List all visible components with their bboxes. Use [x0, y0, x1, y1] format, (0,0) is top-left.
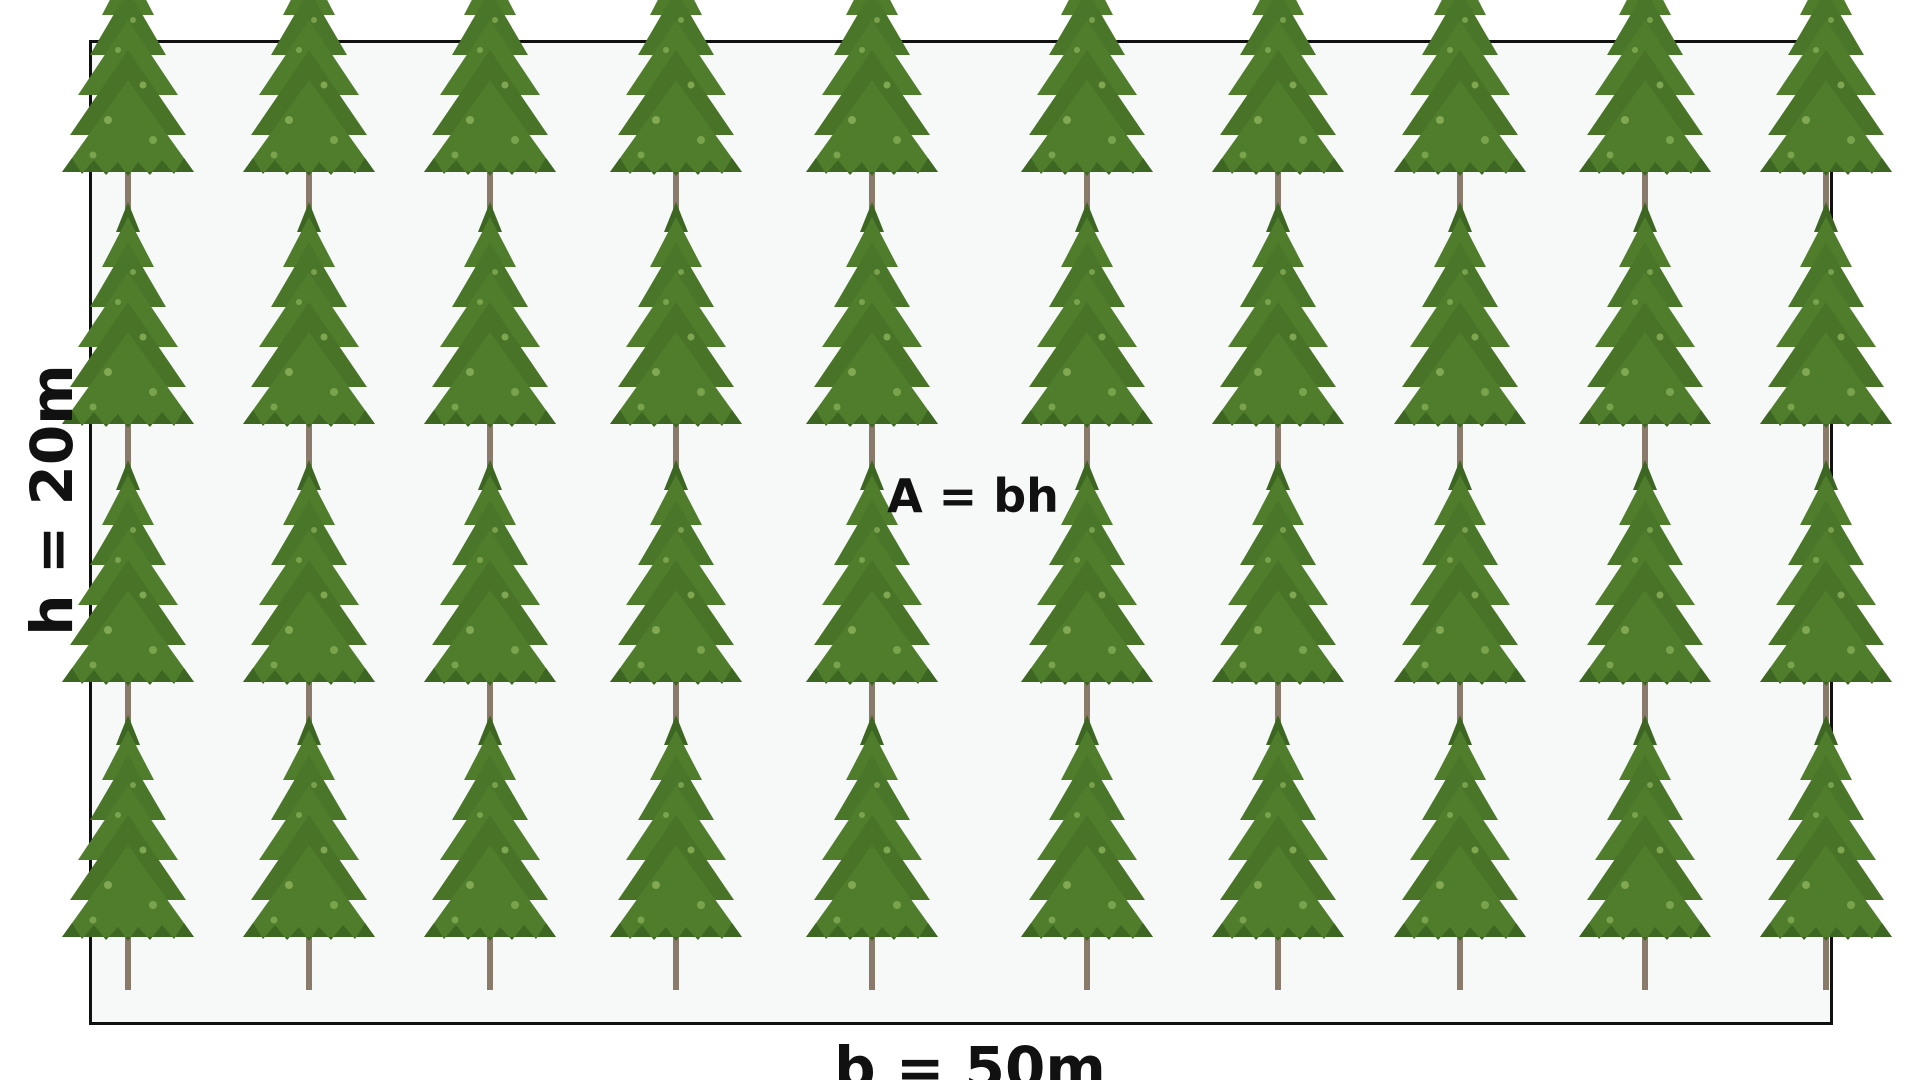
area-formula: A = bh — [887, 469, 1059, 523]
pine-tree-icon — [1212, 460, 1344, 735]
pine-tree-icon — [1760, 715, 1892, 990]
pine-tree-icon — [1021, 715, 1153, 990]
pine-tree-icon — [1212, 0, 1344, 225]
pine-tree-icon — [1760, 202, 1892, 477]
pine-tree-icon — [610, 0, 742, 225]
pine-tree-icon — [1021, 0, 1153, 225]
pine-tree-icon — [1394, 202, 1526, 477]
pine-tree-icon — [424, 202, 556, 477]
pine-tree-icon — [1394, 715, 1526, 990]
pine-tree-icon — [62, 0, 194, 225]
pine-tree-icon — [806, 715, 938, 990]
pine-tree-icon — [806, 0, 938, 225]
pine-tree-icon — [243, 460, 375, 735]
pine-tree-icon — [424, 0, 556, 225]
pine-tree-icon — [243, 202, 375, 477]
pine-tree-icon — [424, 460, 556, 735]
pine-tree-icon — [424, 715, 556, 990]
pine-tree-icon — [1760, 460, 1892, 735]
pine-tree-icon — [243, 0, 375, 225]
pine-tree-icon — [1394, 460, 1526, 735]
pine-tree-icon — [243, 715, 375, 990]
base-label: b = 50m — [834, 1034, 1106, 1080]
pine-tree-icon — [1021, 202, 1153, 477]
rectangular-plot — [89, 40, 1833, 1025]
pine-tree-icon — [1579, 202, 1711, 477]
pine-tree-icon — [610, 715, 742, 990]
pine-tree-icon — [1212, 202, 1344, 477]
pine-tree-icon — [1394, 0, 1526, 225]
pine-tree-icon — [806, 202, 938, 477]
height-label: h = 20m — [18, 364, 86, 636]
pine-tree-icon — [62, 715, 194, 990]
pine-tree-icon — [1212, 715, 1344, 990]
pine-tree-icon — [610, 460, 742, 735]
pine-tree-icon — [1579, 715, 1711, 990]
pine-tree-icon — [1579, 0, 1711, 225]
pine-tree-icon — [610, 202, 742, 477]
pine-tree-icon — [1579, 460, 1711, 735]
pine-tree-icon — [1760, 0, 1892, 225]
